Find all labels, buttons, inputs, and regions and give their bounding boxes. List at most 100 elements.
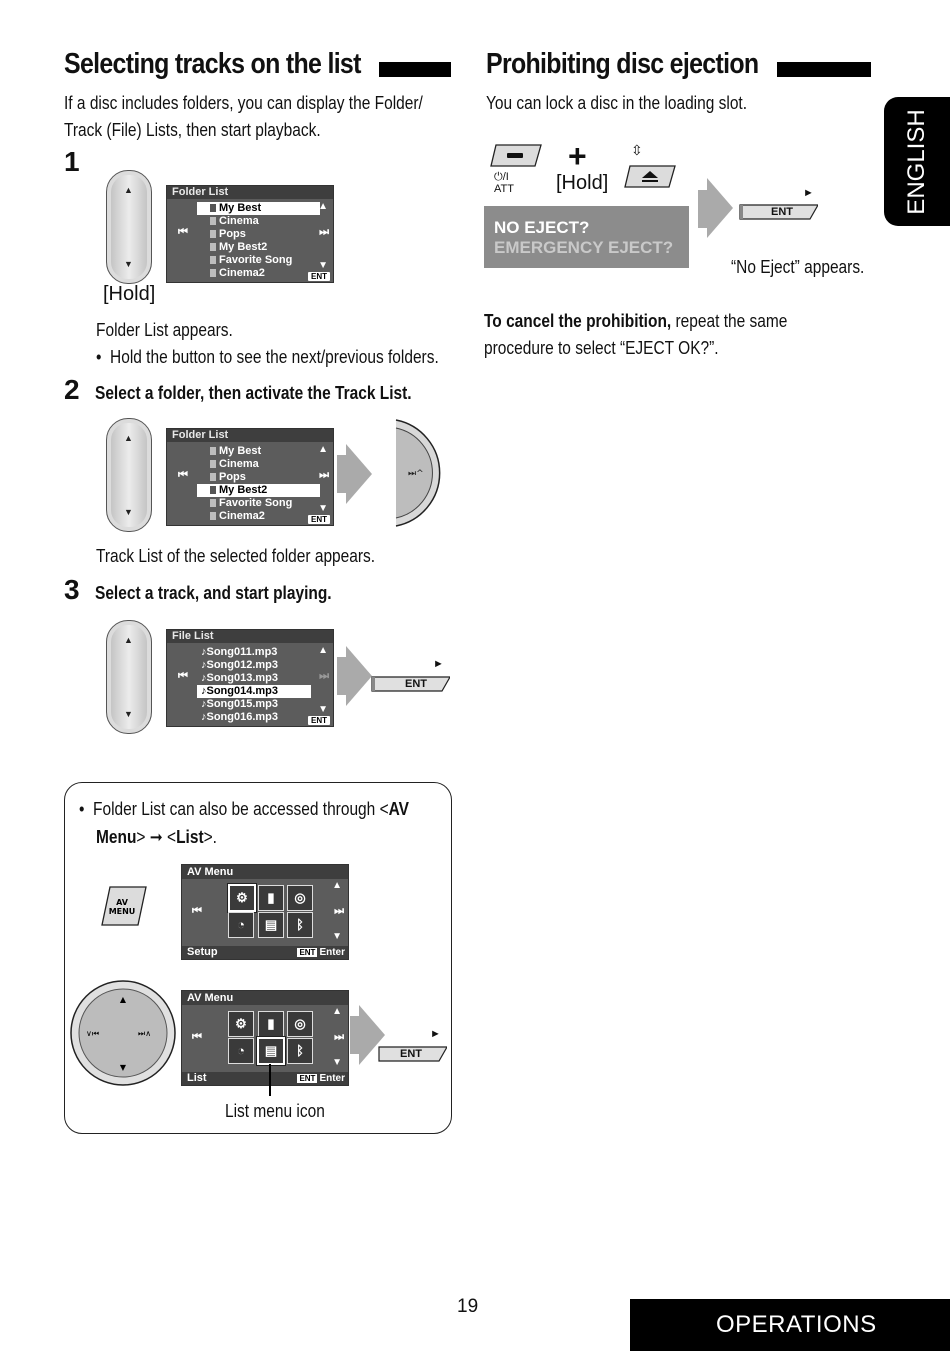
down-arrow-icon: ▼	[124, 507, 133, 517]
control-knob[interactable]: ▲▼	[106, 418, 152, 532]
svg-text:▼: ▼	[120, 1063, 127, 1072]
right-arrow-icon	[346, 444, 372, 504]
svg-text:⏭∧: ⏭∧	[138, 1029, 151, 1038]
right-arrow-icon	[346, 646, 372, 706]
control-knob[interactable]: ▲▼	[106, 620, 152, 734]
previous-icon: ⏮	[192, 905, 202, 917]
equalizer-icon: ▮	[258, 1011, 284, 1037]
av-menu-button[interactable]: AV MENU	[100, 885, 148, 927]
eject-button[interactable]	[624, 165, 676, 189]
folder-icon	[210, 256, 216, 264]
no-eject-display: NO EJECT? EMERGENCY EJECT?	[484, 206, 689, 268]
ent-button-label: ENT	[771, 206, 793, 218]
step-1-bullet: • Hold the button to see the next/previo…	[96, 347, 439, 367]
screen-header: AV Menu	[182, 991, 348, 1005]
down-triangle-icon: ▼	[318, 704, 328, 715]
no-eject-appears: “No Eject” appears.	[731, 257, 865, 277]
folder-list-screen-2: Folder List My Best Cinema Pops My Best2…	[166, 428, 334, 526]
disc-icon: ◎	[287, 885, 313, 911]
folder-icon	[210, 230, 216, 238]
knob-dial-icon[interactable]: ⏭︎^	[394, 418, 452, 528]
list-item: Cinema2	[197, 267, 320, 280]
callout-line	[269, 1064, 271, 1096]
power-att-button[interactable]	[490, 144, 542, 168]
previous-icon: ⏮	[178, 226, 188, 238]
step-2-caption: Track List of the selected folder appear…	[96, 546, 376, 566]
step-3-number: 3	[64, 574, 80, 605]
list-item: My Best	[197, 445, 320, 458]
list-item: My Best	[197, 202, 320, 215]
list-item: ♪Song013.mp3	[201, 672, 279, 684]
list-item: My Best2	[197, 241, 320, 254]
previous-icon: ⏮	[178, 469, 188, 481]
list-menu-icon: ▤	[257, 1037, 285, 1065]
list-item: My Best2	[197, 484, 320, 497]
down-triangle-icon: ▼	[332, 931, 342, 942]
step-1-caption: Folder List appears.	[96, 320, 233, 340]
arrow-stem	[337, 455, 347, 493]
open-tilt-icon: ⇳	[631, 142, 643, 158]
list-item: Favorite Song	[197, 497, 320, 510]
list-item: Pops	[197, 471, 320, 484]
step-2-number: 2	[64, 374, 80, 405]
next-icon: ⏭	[319, 226, 329, 238]
hold-label: [Hold]	[556, 172, 609, 194]
control-dial[interactable]: ▲ ▼ ∨⏮ ⏭∧	[68, 980, 178, 1086]
intro-line-1: If a disc includes folders, you can disp…	[64, 93, 423, 113]
arrow-stem	[350, 1016, 360, 1054]
att-label: ⏻/I ATT	[494, 171, 514, 195]
ent-badge: ENT	[308, 272, 330, 281]
up-triangle-icon: ▲	[318, 201, 328, 212]
step-1-number: 1	[64, 146, 80, 177]
up-triangle-icon: ▲	[332, 880, 342, 891]
screen-header: File List	[167, 630, 333, 643]
next-icon: ⏭	[334, 1031, 344, 1043]
control-knob[interactable]: ▲▼	[106, 170, 152, 284]
folder-icon	[210, 486, 216, 494]
next-icon: ⏭	[319, 670, 329, 682]
down-triangle-icon: ▼	[318, 260, 328, 271]
folder-icon	[210, 460, 216, 468]
title-bar	[777, 62, 871, 77]
ent-button[interactable]	[370, 676, 450, 692]
folder-icon	[210, 243, 216, 251]
folder-icon	[210, 512, 216, 520]
intro-line-2: Track (File) Lists, then start playback.	[64, 120, 321, 140]
ent-button[interactable]	[377, 1046, 447, 1062]
list-item: Favorite Song	[197, 254, 320, 267]
play-indicator-icon: ►	[430, 1028, 441, 1040]
next-icon: ⏭	[319, 469, 329, 481]
play-indicator-icon: ►	[803, 187, 814, 199]
list-item: Cinema	[197, 215, 320, 228]
list-item: ♪Song012.mp3	[201, 659, 279, 671]
up-arrow-icon: ▲	[124, 185, 133, 195]
list-menu-icon-caption: List menu icon	[225, 1101, 325, 1121]
ent-button-label: ENT	[400, 1048, 422, 1060]
arrow-stem	[337, 657, 347, 695]
folder-icon	[210, 269, 216, 277]
screen-header: AV Menu	[182, 865, 348, 879]
list-item: Cinema2	[197, 510, 320, 523]
folder-icon	[210, 204, 216, 212]
up-triangle-icon: ▲	[318, 444, 328, 455]
down-arrow-icon: ▼	[124, 259, 133, 269]
note-line-2: Menu> ➞ <List>.	[96, 827, 217, 847]
right-intro: You can lock a disc in the loading slot.	[486, 93, 748, 113]
ent-button[interactable]	[738, 204, 818, 220]
setup-icon: ⚙	[228, 1011, 254, 1037]
language-tab: ENGLISH	[884, 97, 950, 226]
list-item: ♪Song014.mp3	[197, 685, 311, 698]
ent-button-label: ENT	[405, 678, 427, 690]
file-list-screen: File List ♪Song011.mp3 ♪Song012.mp3 ♪Son…	[166, 629, 334, 727]
clock-icon: ◔	[228, 912, 254, 938]
section-title-prohibiting-ejection: Prohibiting disc ejection	[486, 48, 759, 80]
up-arrow-icon: ▲	[124, 635, 133, 645]
bluetooth-icon: ᛒ	[287, 1038, 313, 1064]
step-2-text: Select a folder, then activate the Track…	[95, 383, 412, 403]
down-arrow-icon: ▼	[124, 709, 133, 719]
next-icon: ⏭	[334, 905, 344, 917]
right-arrow-icon: ➞	[149, 827, 163, 847]
